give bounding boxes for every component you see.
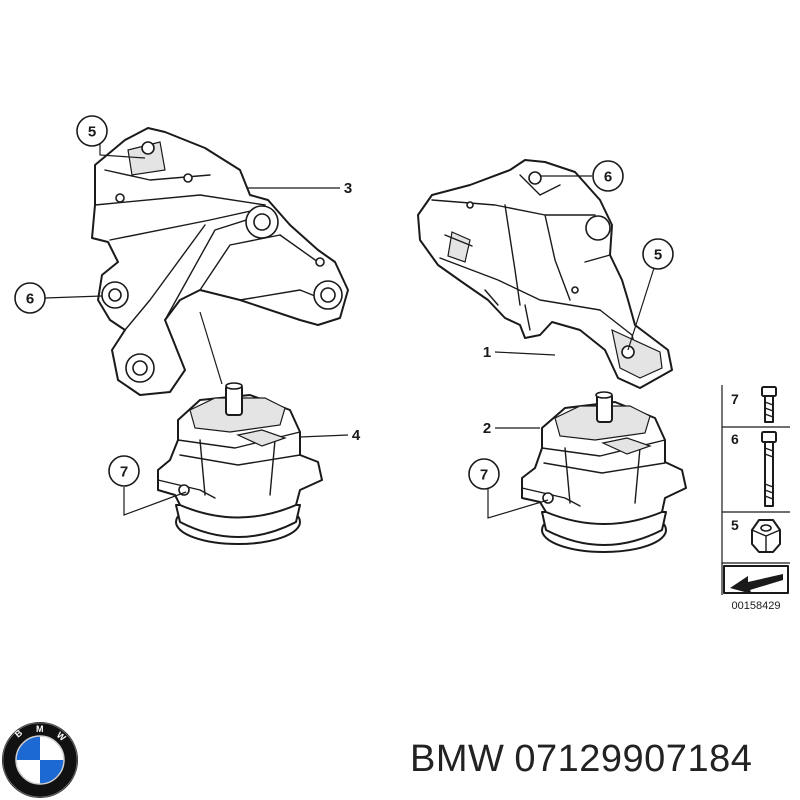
legend-number: 7	[731, 391, 739, 407]
arrow-symbol-icon	[723, 565, 789, 594]
hex-nut-icon	[751, 519, 781, 553]
callout-right-side: 5	[642, 238, 674, 270]
callout-number: 1	[483, 344, 491, 361]
legend-item-bolt: 7	[731, 386, 777, 423]
callout-number: 3	[344, 180, 352, 197]
bolt-icon	[761, 386, 777, 423]
leader-lines	[44, 140, 655, 519]
callout-number: 4	[352, 427, 361, 444]
callout-bracket-right: 1	[483, 344, 491, 361]
svg-text:B: B	[13, 727, 25, 739]
callout-left-bottom: 7	[108, 455, 140, 487]
stud-bolt-icon	[761, 431, 777, 507]
callout-right-bottom: 7	[468, 458, 500, 490]
callout-number: 2	[483, 420, 491, 437]
legend-item-stud-bolt: 6	[731, 431, 777, 507]
callout-mount-right: 2	[483, 420, 491, 437]
engine-bracket-left	[91, 127, 349, 396]
part-number: 07129907184	[514, 738, 753, 780]
callout-mount-left: 4	[352, 427, 361, 444]
callout-left-top: 5	[76, 115, 108, 147]
engine-bracket-right	[417, 159, 673, 389]
svg-text:M: M	[36, 724, 44, 734]
callout-number: 5	[88, 124, 96, 141]
legend-number: 6	[731, 431, 739, 447]
callout-left-side: 6	[14, 282, 46, 314]
callout-number: 6	[26, 291, 34, 308]
callout-number: 5	[654, 247, 662, 264]
callout-number: 7	[120, 464, 128, 481]
bmw-logo: B M W	[2, 722, 78, 798]
legend-number: 5	[731, 517, 739, 533]
callout-right-top: 6	[592, 160, 624, 192]
engine-mount-right	[521, 391, 687, 553]
legend-item-hex-nut: 5	[731, 517, 781, 553]
engine-mount-left	[157, 382, 323, 545]
drawing-number: 00158429	[732, 600, 781, 612]
callout-bracket-left: 3	[344, 180, 352, 197]
callout-number: 7	[480, 467, 488, 484]
brand-name: BMW	[410, 738, 505, 780]
hardware-legend: 7 6 5 00	[721, 385, 790, 612]
callout-number: 6	[604, 169, 612, 186]
